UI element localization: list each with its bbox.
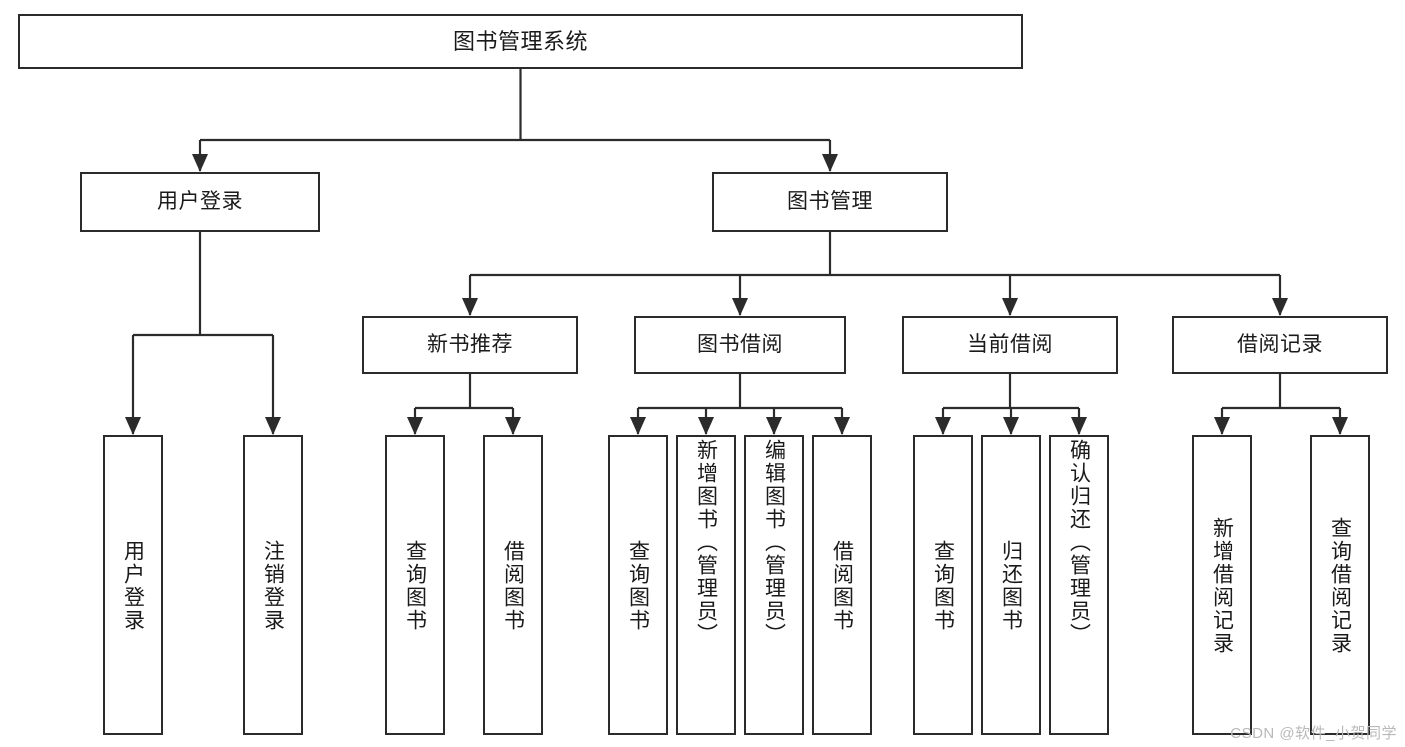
node-label: 当前借阅 <box>967 332 1053 356</box>
arrow-head-icon <box>1332 417 1348 435</box>
arrow-head-icon <box>407 417 423 435</box>
node-label: 图书借阅 <box>697 332 783 356</box>
node-label: 新增借阅记录 <box>1210 517 1234 655</box>
arrow-head-icon <box>822 154 838 172</box>
node-label: 借阅图书 <box>830 540 854 632</box>
arrow-head-icon <box>265 417 281 435</box>
arrow-head-icon <box>1272 298 1288 316</box>
node-leaf-query-rec[interactable]: 查询借阅记录 <box>1310 435 1370 735</box>
node-label: 查询图书 <box>931 540 955 632</box>
arrow-head-icon <box>766 417 782 435</box>
node-label: 图书管理系统 <box>452 28 588 54</box>
arrow-head-icon <box>834 417 850 435</box>
node-leaf-edit-book[interactable]: 编辑图书（管理员） <box>744 435 804 735</box>
arrow-head-icon <box>1071 417 1087 435</box>
node-borrow-record[interactable]: 借阅记录 <box>1172 316 1388 374</box>
node-current-borrow[interactable]: 当前借阅 <box>902 316 1118 374</box>
arrow-head-icon <box>732 298 748 316</box>
node-root[interactable]: 图书管理系统 <box>18 14 1023 69</box>
node-label: 归还图书 <box>999 540 1023 632</box>
arrow-head-icon <box>630 417 646 435</box>
node-leaf-logout[interactable]: 注销登录 <box>243 435 303 735</box>
node-leaf-user-login[interactable]: 用户登录 <box>103 435 163 735</box>
arrow-head-icon <box>125 417 141 435</box>
node-leaf-return[interactable]: 归还图书 <box>981 435 1041 735</box>
node-leaf-add-book[interactable]: 新增图书（管理员） <box>676 435 736 735</box>
arrow-head-icon <box>505 417 521 435</box>
node-leaf-query-3[interactable]: 查询图书 <box>913 435 973 735</box>
arrow-head-icon <box>192 154 208 172</box>
arrow-head-icon <box>1002 298 1018 316</box>
node-label: 用户登录 <box>157 189 243 213</box>
node-leaf-query-2[interactable]: 查询图书 <box>608 435 668 735</box>
node-label: 编辑图书（管理员） <box>762 439 786 646</box>
node-book-manage[interactable]: 图书管理 <box>712 172 948 232</box>
node-label: 图书管理 <box>787 189 873 213</box>
node-label: 用户登录 <box>121 540 145 632</box>
node-label: 借阅记录 <box>1237 332 1323 356</box>
node-leaf-borrow-1[interactable]: 借阅图书 <box>483 435 543 735</box>
arrow-head-icon <box>1214 417 1230 435</box>
node-label: 借阅图书 <box>501 540 525 632</box>
node-label: 注销登录 <box>261 540 285 632</box>
node-label: 查询图书 <box>626 540 650 632</box>
arrow-head-icon <box>698 417 714 435</box>
node-leaf-confirm[interactable]: 确认归还（管理员） <box>1049 435 1109 735</box>
arrow-head-icon <box>1003 417 1019 435</box>
node-label: 新书推荐 <box>427 332 513 356</box>
node-leaf-add-rec[interactable]: 新增借阅记录 <box>1192 435 1252 735</box>
watermark: CSDN @软件_小贺同学 <box>1230 725 1397 742</box>
node-new-book-rec[interactable]: 新书推荐 <box>362 316 578 374</box>
node-label: 查询图书 <box>403 540 427 632</box>
node-book-borrow[interactable]: 图书借阅 <box>634 316 846 374</box>
arrow-head-icon <box>462 298 478 316</box>
arrow-head-icon <box>935 417 951 435</box>
node-user-login[interactable]: 用户登录 <box>80 172 320 232</box>
node-label: 新增图书（管理员） <box>694 439 718 646</box>
node-leaf-borrow-2[interactable]: 借阅图书 <box>812 435 872 735</box>
node-label: 查询借阅记录 <box>1328 517 1352 655</box>
node-leaf-query-1[interactable]: 查询图书 <box>385 435 445 735</box>
node-label: 确认归还（管理员） <box>1067 439 1091 646</box>
